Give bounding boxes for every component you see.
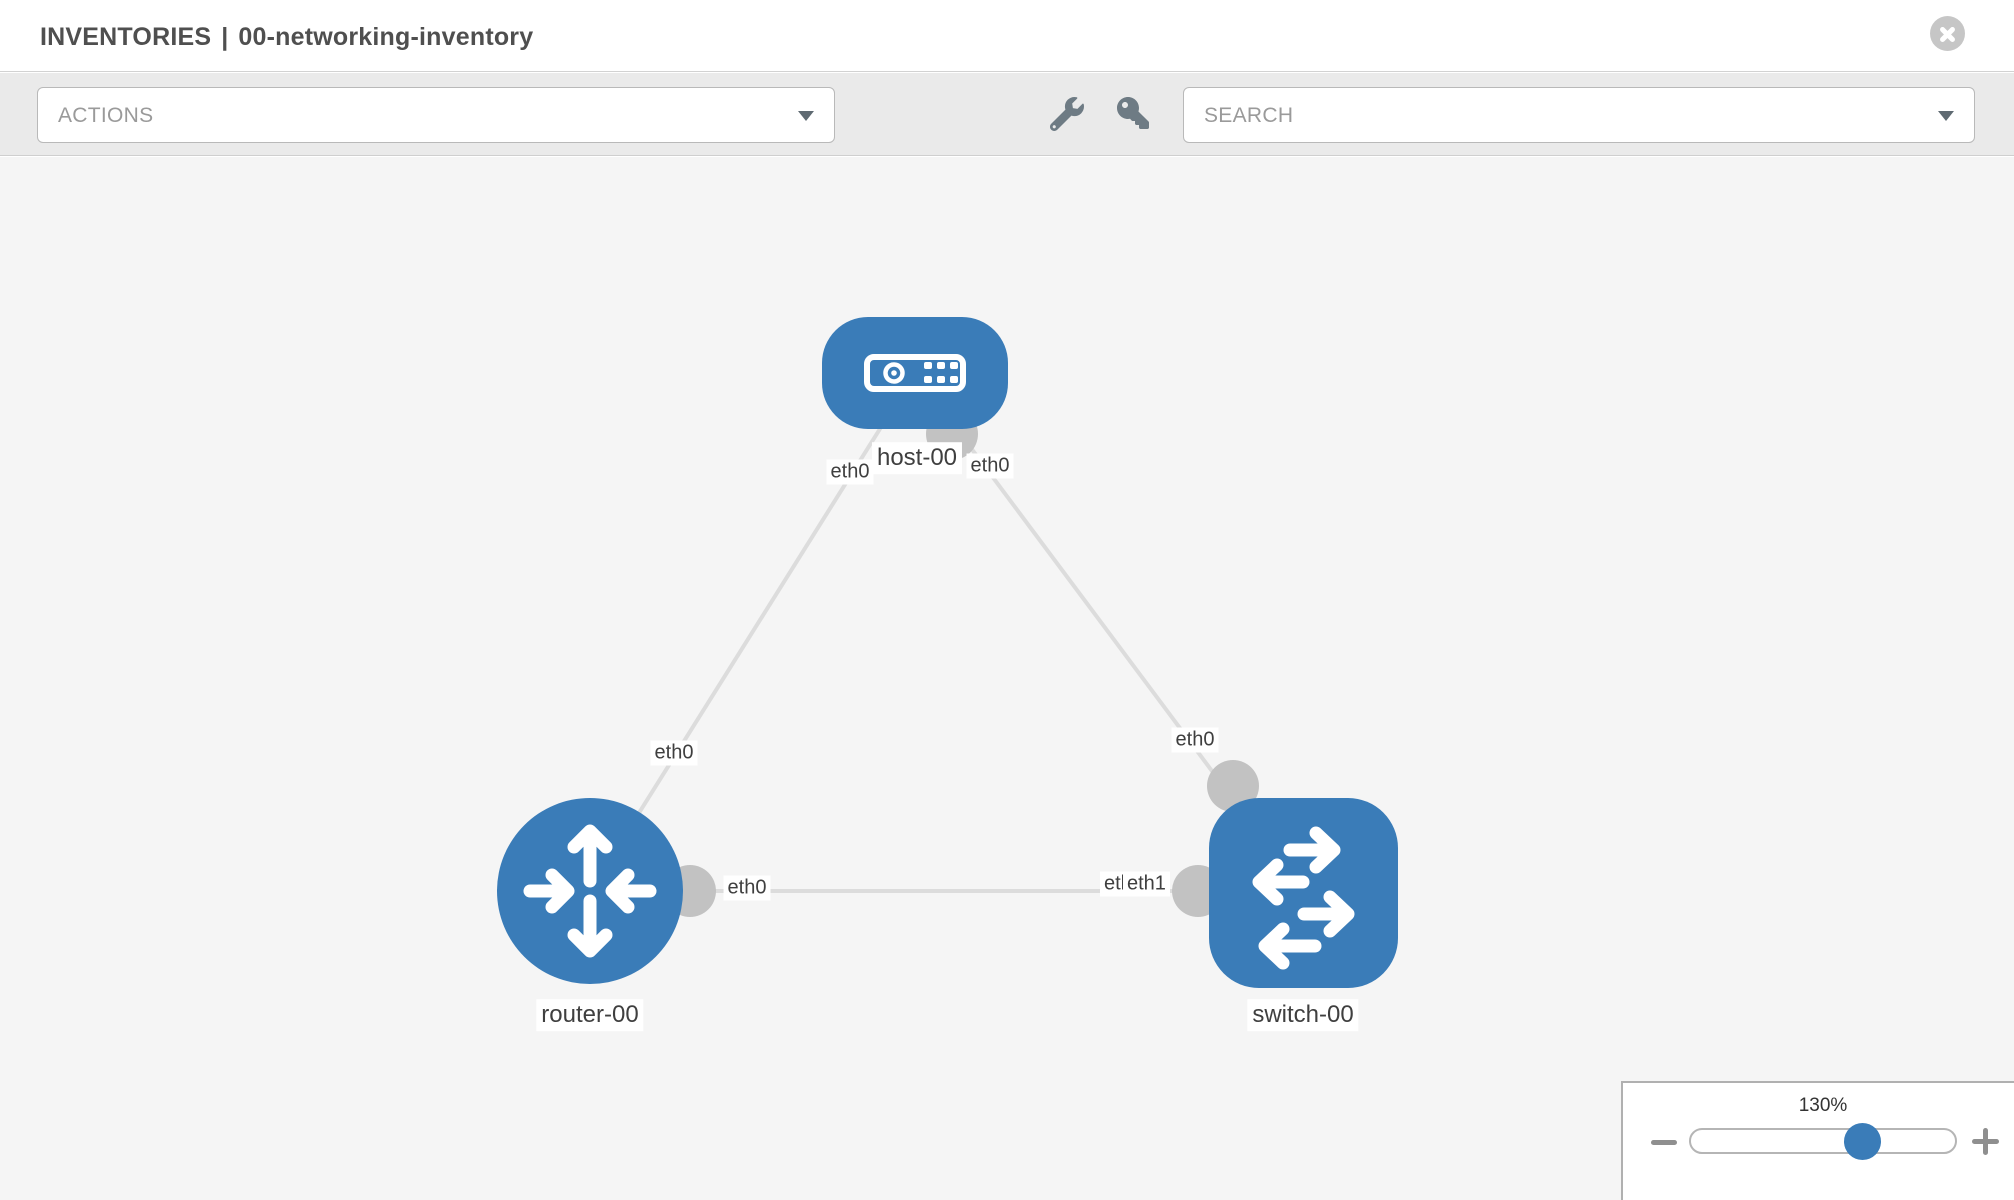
credentials-button[interactable]	[1115, 97, 1151, 133]
header: INVENTORIES | 00-networking-inventory	[0, 0, 2014, 72]
host-node[interactable]	[822, 317, 1008, 429]
interface-label-host-eth0-right: eth0	[966, 453, 1014, 479]
interface-connector-switch-top	[1207, 760, 1259, 812]
zoom-slider-thumb[interactable]	[1844, 1123, 1881, 1160]
interface-label-switch-eth0-top: eth0	[1171, 727, 1219, 753]
actions-dropdown[interactable]: ACTIONS	[37, 87, 835, 143]
search-dropdown[interactable]: SEARCH	[1183, 87, 1975, 143]
key-icon	[1117, 97, 1149, 129]
router-icon	[523, 824, 657, 958]
caret-down-icon	[1938, 111, 1954, 121]
host-node-label: host-00	[871, 442, 963, 474]
inventory-name: 00-networking-inventory	[238, 23, 534, 51]
interface-label-router-eth0-right: eth0	[723, 875, 771, 901]
zoom-control-panel: 130%	[1621, 1081, 2014, 1200]
zoom-level-label: 130%	[1798, 1095, 1848, 1116]
switch-node[interactable]	[1209, 798, 1398, 988]
wrench-icon	[1050, 97, 1084, 131]
search-placeholder: SEARCH	[1204, 104, 1294, 127]
topology-canvas: host-00 router-00 switch-00 eth0 eth0 et…	[0, 157, 2014, 1200]
actions-dropdown-label: ACTIONS	[58, 104, 154, 127]
switch-icon	[1252, 826, 1355, 970]
link-host-router	[588, 371, 917, 893]
interface-label-router-eth0-top: eth0	[650, 740, 698, 766]
topology-graph	[497, 317, 1398, 988]
minus-icon	[1651, 1140, 1677, 1145]
close-icon[interactable]	[1930, 16, 1965, 51]
plus-icon	[1983, 1128, 1988, 1155]
switch-node-label: switch-00	[1247, 999, 1359, 1031]
configure-button[interactable]	[1049, 97, 1085, 133]
host-icon	[864, 354, 966, 392]
interface-label-switch-eth1: eth1	[1123, 871, 1170, 897]
zoom-out-button[interactable]	[1651, 1130, 1677, 1156]
page-title-separator: |	[221, 23, 229, 51]
router-node[interactable]	[497, 798, 683, 984]
zoom-slider-track[interactable]	[1689, 1128, 1957, 1154]
toolbar: ACTIONS SEARCH	[0, 73, 2014, 156]
router-node-label: router-00	[536, 999, 644, 1031]
caret-down-icon	[798, 111, 814, 121]
zoom-in-button[interactable]	[1972, 1128, 1999, 1155]
page-title: INVENTORIES | 00-networking-inventory	[40, 0, 533, 72]
interface-label-host-eth0-left: eth0	[826, 459, 874, 485]
page-title-section: INVENTORIES	[40, 23, 212, 51]
